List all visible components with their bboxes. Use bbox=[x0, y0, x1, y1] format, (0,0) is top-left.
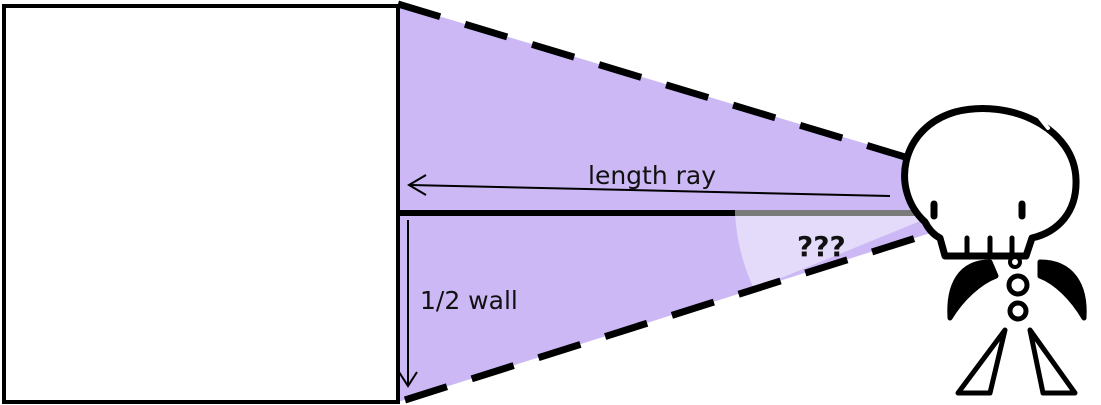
half-wall-label: 1/2 wall bbox=[420, 286, 518, 315]
skull-figure-icon bbox=[901, 105, 1087, 396]
cone-edge-bottom bbox=[403, 228, 937, 404]
half-wall-arrow bbox=[398, 220, 418, 388]
view-cone bbox=[398, 4, 940, 402]
wall-square bbox=[2, 4, 400, 404]
length-ray-label: length ray bbox=[588, 161, 716, 190]
unknown-angle-label: ??? bbox=[797, 230, 846, 263]
angle-wedge bbox=[735, 213, 940, 289]
length-ray-arrow bbox=[407, 174, 891, 197]
cone-edge-top bbox=[396, 0, 937, 170]
